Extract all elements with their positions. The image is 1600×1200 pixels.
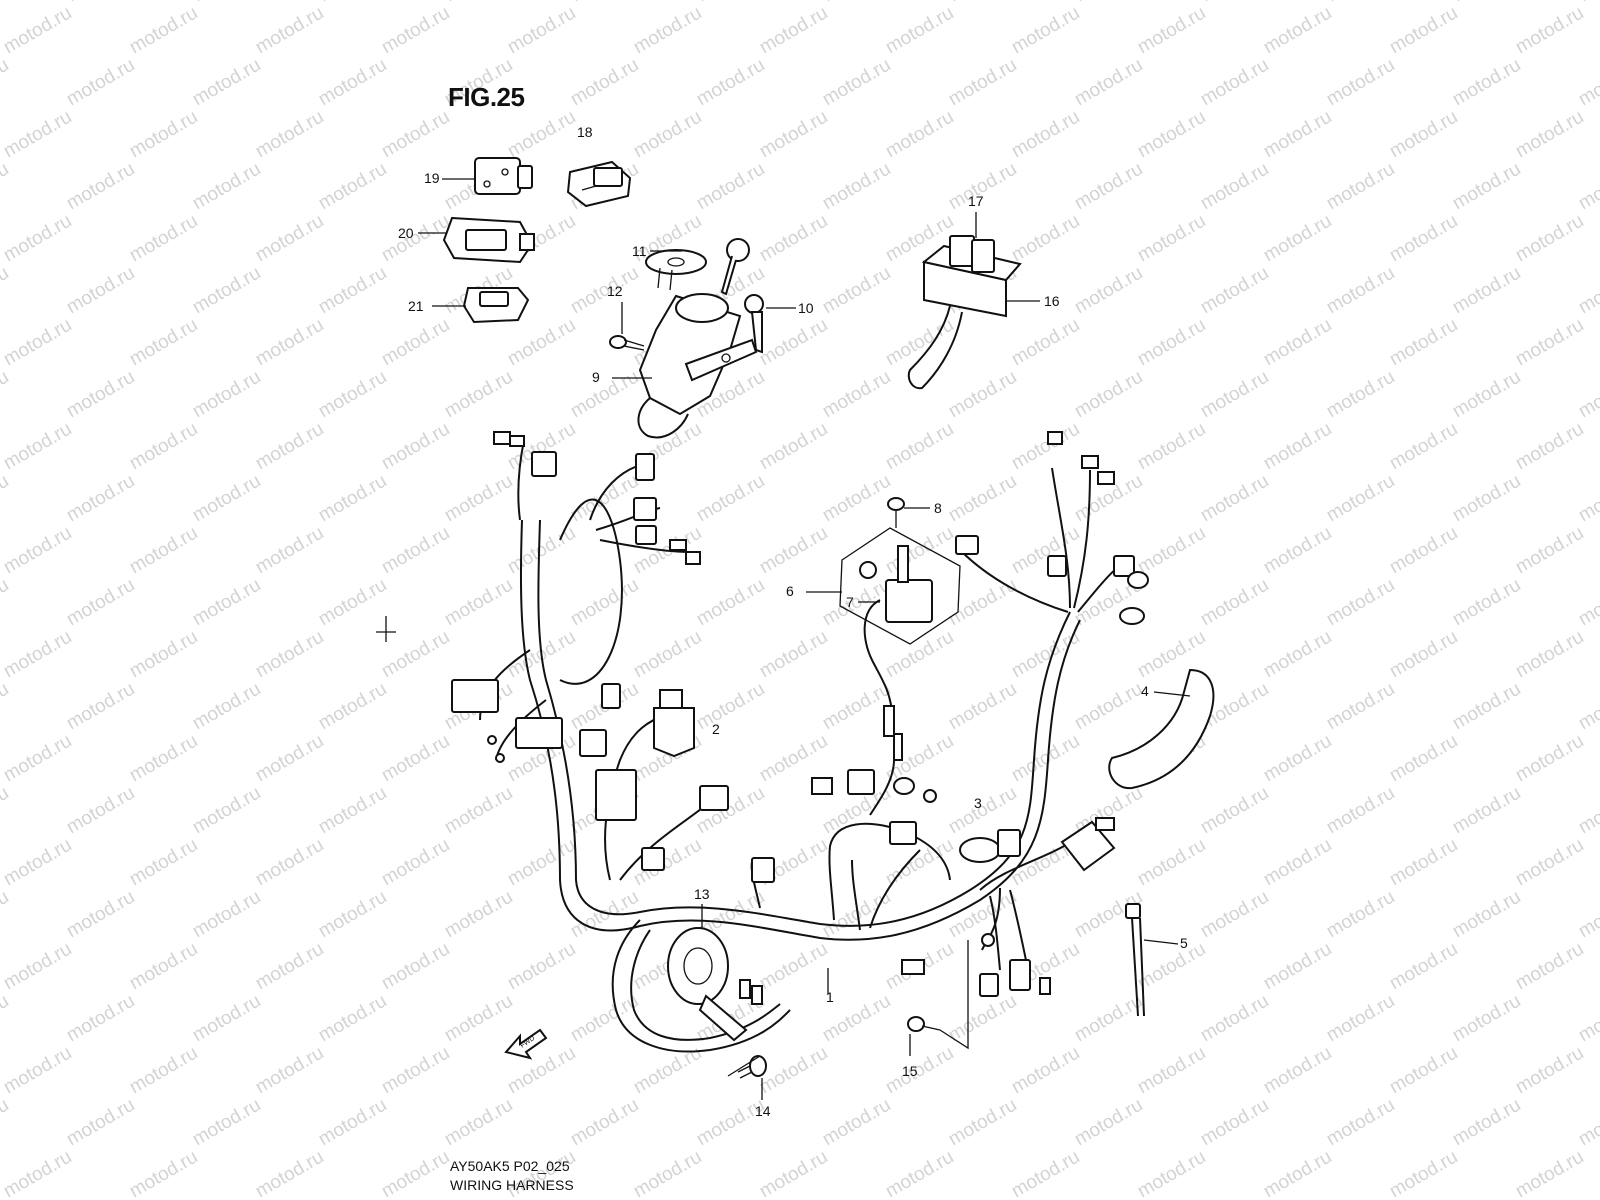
part-8-screw <box>887 497 930 528</box>
callout-labels: 1 2 3 4 5 6 7 8 9 10 11 12 13 14 15 16 1… <box>398 124 1188 1119</box>
callout-1: 1 <box>826 989 834 1005</box>
part-12-screw <box>609 302 645 351</box>
callout-17: 17 <box>968 193 984 209</box>
part-6-7-regulator <box>806 527 961 816</box>
callout-9: 9 <box>592 369 600 385</box>
callout-3: 3 <box>974 795 982 811</box>
callout-16: 16 <box>1044 293 1060 309</box>
callout-15: 15 <box>902 1063 918 1079</box>
part-11-cover <box>645 249 707 291</box>
part-19-switch <box>442 157 533 195</box>
part-20-switch <box>418 216 535 264</box>
part-16-17-relay <box>907 212 1040 390</box>
part-15-screw <box>907 940 969 1056</box>
callout-19: 19 <box>424 170 440 186</box>
callout-14: 14 <box>755 1103 771 1119</box>
part-21-switch <box>432 287 530 324</box>
assembly-name: WIRING HARNESS <box>450 1177 574 1193</box>
crosshair-mark-icon <box>376 616 396 642</box>
callout-2: 2 <box>712 721 720 737</box>
callout-5: 5 <box>1180 935 1188 951</box>
part-13-horn <box>667 904 763 1042</box>
callout-13: 13 <box>694 886 710 902</box>
part-18-switch <box>566 160 632 208</box>
harness-connectors <box>451 431 1149 997</box>
drawing-code: AY50AK5 P02_025 <box>450 1158 570 1174</box>
part-1-wiring-harness <box>479 439 1133 1053</box>
callout-18: 18 <box>577 124 593 140</box>
part-5-cable-tie <box>1125 903 1179 1017</box>
callout-12: 12 <box>607 283 623 299</box>
callout-8: 8 <box>934 500 942 516</box>
callout-11: 11 <box>632 243 647 259</box>
callout-4: 4 <box>1141 683 1149 699</box>
part-10-keys <box>720 238 796 354</box>
front-direction-arrow-icon: FWD <box>504 1028 548 1060</box>
figure-title: FIG.25 <box>448 82 525 112</box>
part-9-ignition-switch <box>612 293 758 439</box>
callout-10: 10 <box>798 300 814 316</box>
part-14-bolt <box>727 1055 767 1100</box>
callout-21: 21 <box>408 298 424 314</box>
callout-6: 6 <box>786 583 794 599</box>
part-4-tube <box>1108 668 1215 790</box>
callout-20: 20 <box>398 225 414 241</box>
callout-7: 7 <box>846 594 854 610</box>
